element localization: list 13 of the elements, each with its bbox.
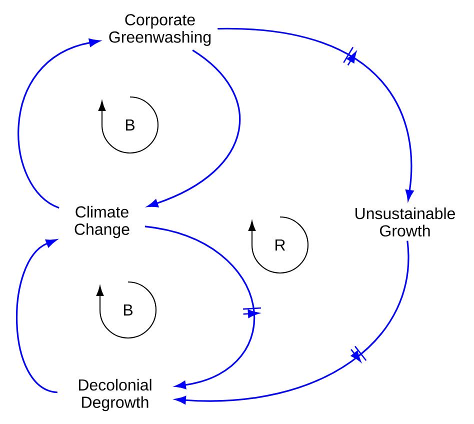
variable-label: Climate Change bbox=[74, 206, 130, 238]
variable-label: Corporate Greenwashing bbox=[109, 14, 211, 46]
causal-arrow bbox=[147, 50, 241, 208]
causal-arrow bbox=[18, 38, 100, 209]
causal-arrow bbox=[16, 239, 58, 394]
loop-label: R bbox=[276, 240, 286, 250]
variable-label: Unsustainable Growth bbox=[356, 207, 455, 237]
variable-label: Decolonial Degrowth bbox=[78, 378, 152, 412]
causal-arrow bbox=[144, 226, 262, 390]
loop-label: B bbox=[124, 304, 132, 316]
causal-arrow bbox=[175, 240, 409, 404]
causal-arrow bbox=[218, 28, 414, 200]
loop-label: B bbox=[126, 120, 134, 130]
